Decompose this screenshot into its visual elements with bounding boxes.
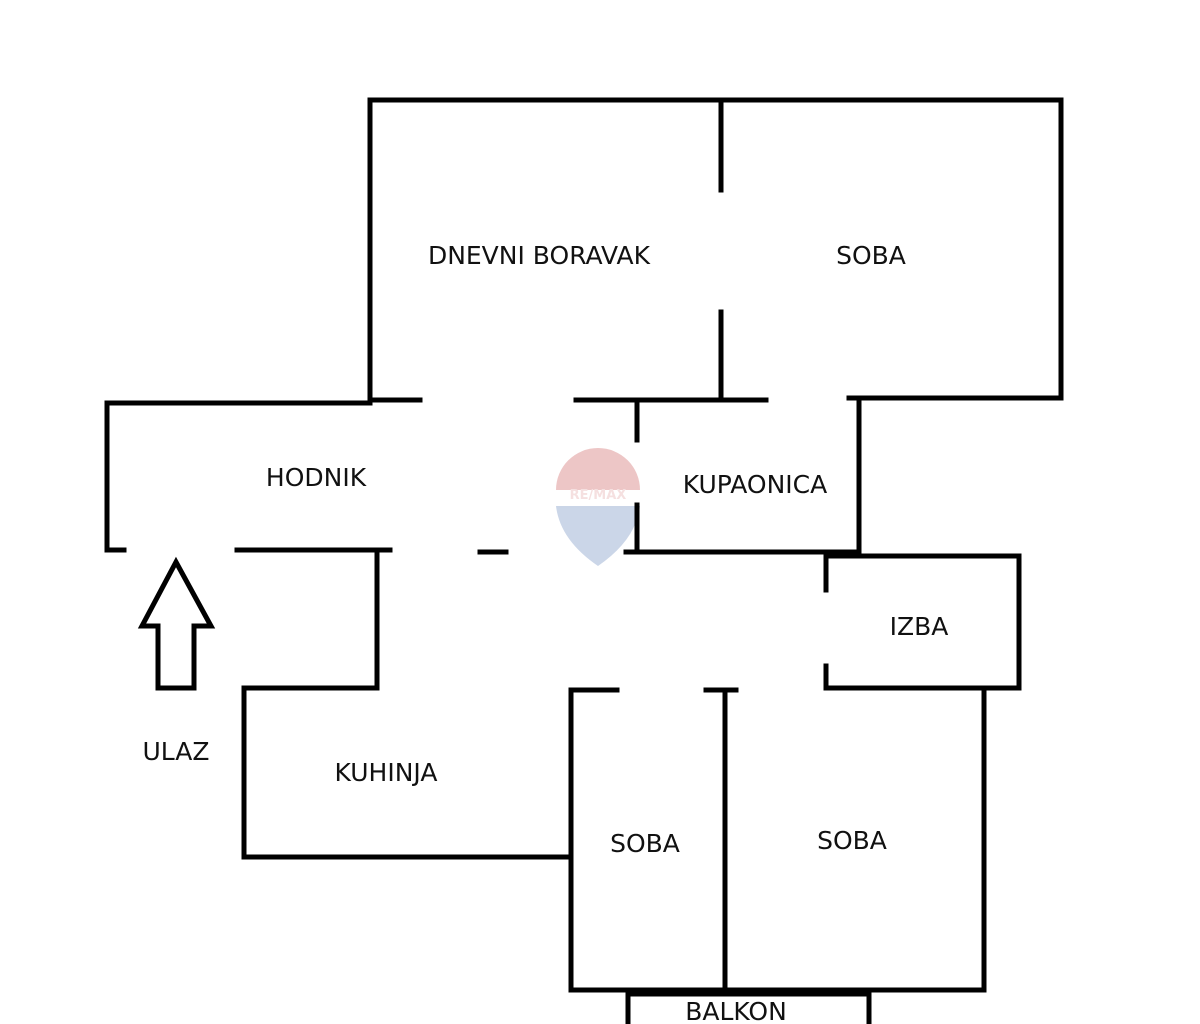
wall-balcony	[625, 987, 872, 1024]
wall-top-outer	[367, 97, 1064, 403]
watermark-text: RE/MAX	[570, 488, 627, 503]
room-label-soba-bottom-left: SOBA	[610, 829, 680, 858]
entrance-arrow-icon	[137, 556, 216, 691]
wall-kitchen	[241, 549, 574, 860]
wall-pantry-top	[823, 553, 1022, 691]
walls	[104, 97, 1064, 1024]
remax-watermark-logo: RE/MAX	[556, 448, 640, 566]
room-label-hodnik: HODNIK	[266, 463, 367, 492]
entrance-label: ULAZ	[142, 737, 209, 766]
room-label-izba: IZBA	[890, 612, 949, 641]
wall-bottom-rooms	[568, 687, 987, 993]
room-label-soba-bottom-right: SOBA	[817, 826, 887, 855]
room-label-soba-top: SOBA	[836, 241, 906, 270]
room-label-balkon: BALKON	[685, 997, 787, 1024]
room-label-dnevni-boravak: DNEVNI BORAVAK	[428, 241, 651, 270]
room-label-kuhinja: KUHINJA	[335, 758, 438, 787]
room-label-kupaonica: KUPAONICA	[683, 470, 827, 499]
